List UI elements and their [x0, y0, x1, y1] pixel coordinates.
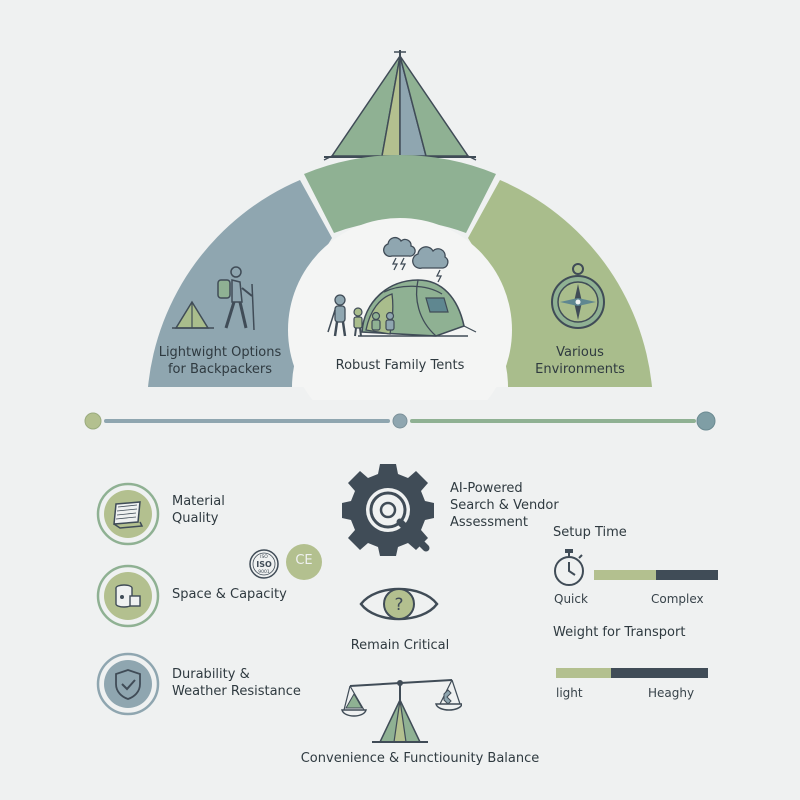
criteria-label: Space & Capacity — [172, 587, 287, 602]
iso-badge-top: ISO — [260, 554, 268, 560]
setup-time-title: Setup Time — [553, 525, 627, 540]
stopwatch-icon — [554, 549, 584, 586]
family-tent-icon — [327, 236, 477, 337]
gear-magnifier-icon — [342, 464, 434, 556]
setup-right-label: Complex — [651, 592, 704, 606]
iso-badge-text: ISO — [256, 560, 272, 569]
hiker-icon — [172, 266, 255, 331]
arch-label-right: Various Environments — [535, 345, 625, 377]
ai-search-label: AI-Powered Search & Vendor Assessment — [450, 481, 559, 530]
eye-question-icon: ? — [359, 587, 439, 621]
arch-label-left: Lightwight Options for Backpackers — [158, 345, 282, 377]
question-glyph: ? — [394, 595, 403, 615]
balance-label: Convenience & Functiounity Balance — [300, 751, 540, 766]
arch-label-center: Robust Family Tents — [335, 358, 465, 373]
weight-right-label: Heaghy — [648, 686, 695, 700]
weight-fill — [556, 668, 611, 678]
setup-time-fill — [594, 570, 656, 580]
top-tent-icon — [323, 50, 477, 161]
criteria-material-quality: Material Quality — [96, 482, 276, 546]
arch-segment-top — [304, 154, 496, 233]
timeline-dot-end — [696, 411, 716, 431]
weight-title: Weight for Transport — [553, 625, 686, 640]
setup-time-bar — [594, 570, 718, 580]
weight-left-label: light — [556, 686, 583, 700]
iso-badge-bottom: 9001 — [258, 569, 270, 575]
remain-critical-label: Remain Critical — [350, 638, 450, 653]
balance-scale-icon — [341, 679, 462, 743]
fabric-swatch-icon — [96, 482, 160, 546]
timeline-dot-middle — [392, 413, 408, 429]
setup-left-label: Quick — [554, 592, 588, 606]
capacity-box-icon — [96, 564, 160, 628]
weight-bar — [556, 668, 708, 678]
criteria-durability: Durability & Weather Resistance — [96, 652, 306, 716]
criteria-space-capacity: Space & Capacity — [96, 564, 296, 628]
iso-badge-icon: ISO ISO 9001 — [249, 549, 279, 579]
timeline — [84, 411, 716, 431]
criteria-label: Material Quality — [172, 494, 225, 526]
timeline-dot-start — [84, 412, 102, 430]
ce-badge — [286, 544, 322, 580]
shield-icon — [96, 652, 160, 716]
compass-icon — [551, 263, 605, 329]
ce-badge-text: CE — [295, 553, 313, 568]
criteria-label: Durability & Weather Resistance — [172, 667, 301, 699]
